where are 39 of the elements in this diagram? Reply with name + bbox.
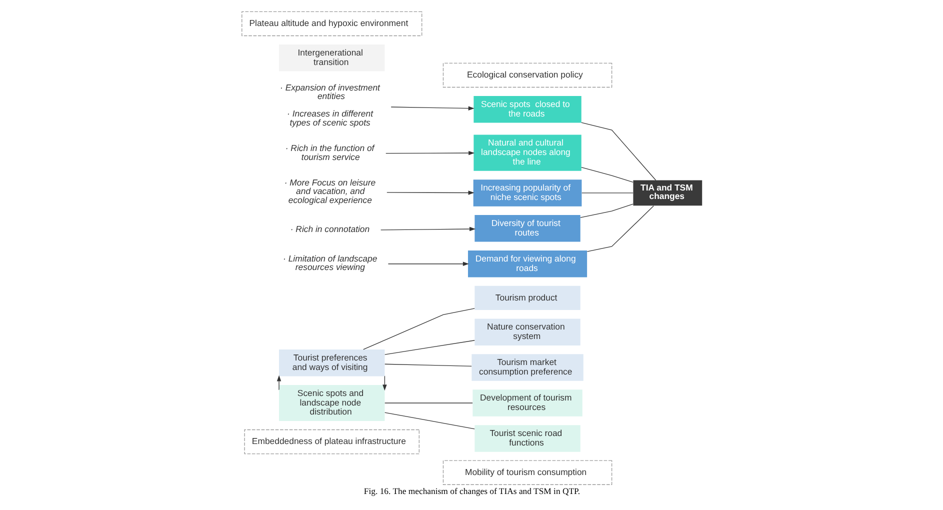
connector — [384, 412, 474, 429]
connector — [362, 308, 474, 350]
node-box: Increasing popularity of niche scenic spots — [472, 179, 582, 206]
node-text: · More Focus on leisure and vacation, and ecological experience — [284, 177, 376, 204]
connector — [580, 203, 633, 218]
node-box: Scenic spots closed to the roads — [473, 95, 581, 122]
node-text: · Limitation of landscape resources viewing — [282, 252, 377, 272]
arrow — [380, 226, 476, 231]
node-box: TIA and TSM changes — [632, 180, 702, 206]
node-box: Nature conservation system — [474, 318, 580, 345]
node-box: Demand for viewing along roads — [467, 250, 587, 277]
node-box: Scenic spots and landscape node distribution — [278, 384, 384, 421]
connector — [384, 340, 474, 354]
node-box: Embeddedness of plateau infrastructure — [244, 428, 419, 454]
connector — [384, 363, 472, 366]
node-text: · Expansion of investment entities · Increases in different types of scenic spots — [280, 82, 380, 127]
connector — [586, 205, 654, 252]
arrow — [387, 261, 468, 266]
node-box: Tourist preferences and ways of visiting — [278, 348, 384, 376]
arrow — [276, 374, 281, 390]
node-box: Natural and cultural landscape nodes along the line — [473, 134, 581, 170]
caption: Fig. 16. The mechanism of changes of TIAs and TSM in QTP. — [363, 486, 580, 496]
connector — [580, 166, 633, 182]
node-box: Tourist scenic road functions — [474, 424, 580, 452]
node-box: Development of tourism resources — [472, 389, 582, 416]
node-box: Plateau altitude and hypoxic environment — [241, 10, 422, 36]
node-box: Mobility of tourism consumption — [442, 460, 612, 484]
node-text: · Rich in connotation — [290, 224, 370, 234]
node-box: Tourism market consumption preference — [471, 354, 583, 380]
connector — [581, 192, 633, 193]
connector — [580, 122, 656, 180]
arrow — [390, 106, 474, 110]
node-box: Ecological conservation policy — [442, 62, 612, 88]
arrow — [385, 150, 474, 155]
node-text: · Rich in the function of tourism service — [284, 142, 374, 162]
node-box: Diversity of tourist routes — [474, 214, 580, 242]
node-box: Tourism product — [474, 285, 580, 310]
connector — [384, 402, 472, 403]
arrow — [386, 190, 474, 194]
